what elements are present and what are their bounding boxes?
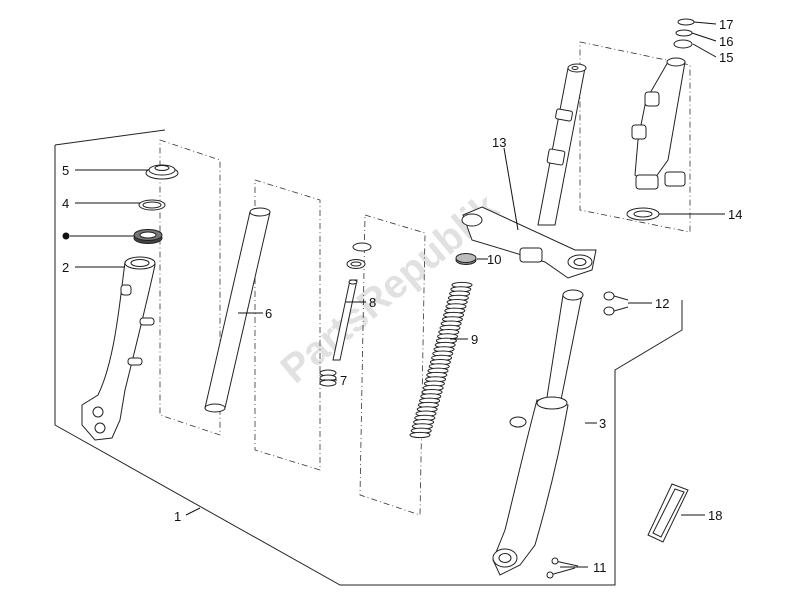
callout-10: 10	[487, 252, 501, 267]
steering-stem-part-13	[461, 63, 597, 279]
steering-bearing-part-14	[626, 57, 686, 221]
callout-8: 8	[369, 295, 376, 310]
dashdot-box-tube	[254, 179, 321, 471]
callout-2: 2	[62, 260, 69, 275]
nut-part-17	[677, 18, 695, 26]
dashdot-box-steering	[579, 41, 691, 233]
spring-coil	[409, 431, 431, 439]
callout-9: 9	[471, 332, 478, 347]
washer-part-10	[455, 253, 477, 265]
oil-seal-dark	[133, 229, 163, 244]
ring-part-4	[138, 199, 166, 211]
callout-17: 17	[719, 17, 733, 32]
damper-rod-part-8	[332, 242, 372, 361]
callout-5: 5	[62, 163, 69, 178]
callout-7: 7	[340, 373, 347, 388]
dot-marker	[62, 232, 70, 240]
callout-1: 1	[174, 509, 181, 524]
dashdot-box-seals	[159, 139, 221, 436]
washer-part-16	[675, 29, 693, 37]
callout-6: 6	[265, 306, 272, 321]
callout-11: 11	[593, 560, 607, 575]
small-spring-part-7	[319, 369, 337, 387]
callout-13: 13	[492, 135, 506, 150]
callout-15: 15	[719, 50, 733, 65]
callout-14: 14	[728, 207, 742, 222]
fork-spring-part-9	[409, 281, 473, 439]
callout-12: 12	[655, 296, 669, 311]
callout-18: 18	[708, 508, 722, 523]
callout-4: 4	[62, 196, 69, 211]
callout-3: 3	[599, 416, 606, 431]
assembly-outline	[54, 145, 683, 586]
seal-part-5	[145, 164, 179, 180]
fork-leg-part-3	[492, 289, 584, 576]
band-part-18	[647, 483, 689, 543]
assembly-outline-top	[54, 129, 166, 146]
dashdot-box-rod	[359, 214, 426, 516]
bearing-ring-part-15	[673, 39, 693, 49]
bolts-part-12	[603, 291, 629, 316]
fork-tube-part-6	[204, 207, 271, 413]
leader-lines	[70, 21, 725, 568]
screws-part-11	[546, 557, 579, 579]
callout-16: 16	[719, 34, 733, 49]
fork-slider-part-2	[81, 256, 156, 441]
